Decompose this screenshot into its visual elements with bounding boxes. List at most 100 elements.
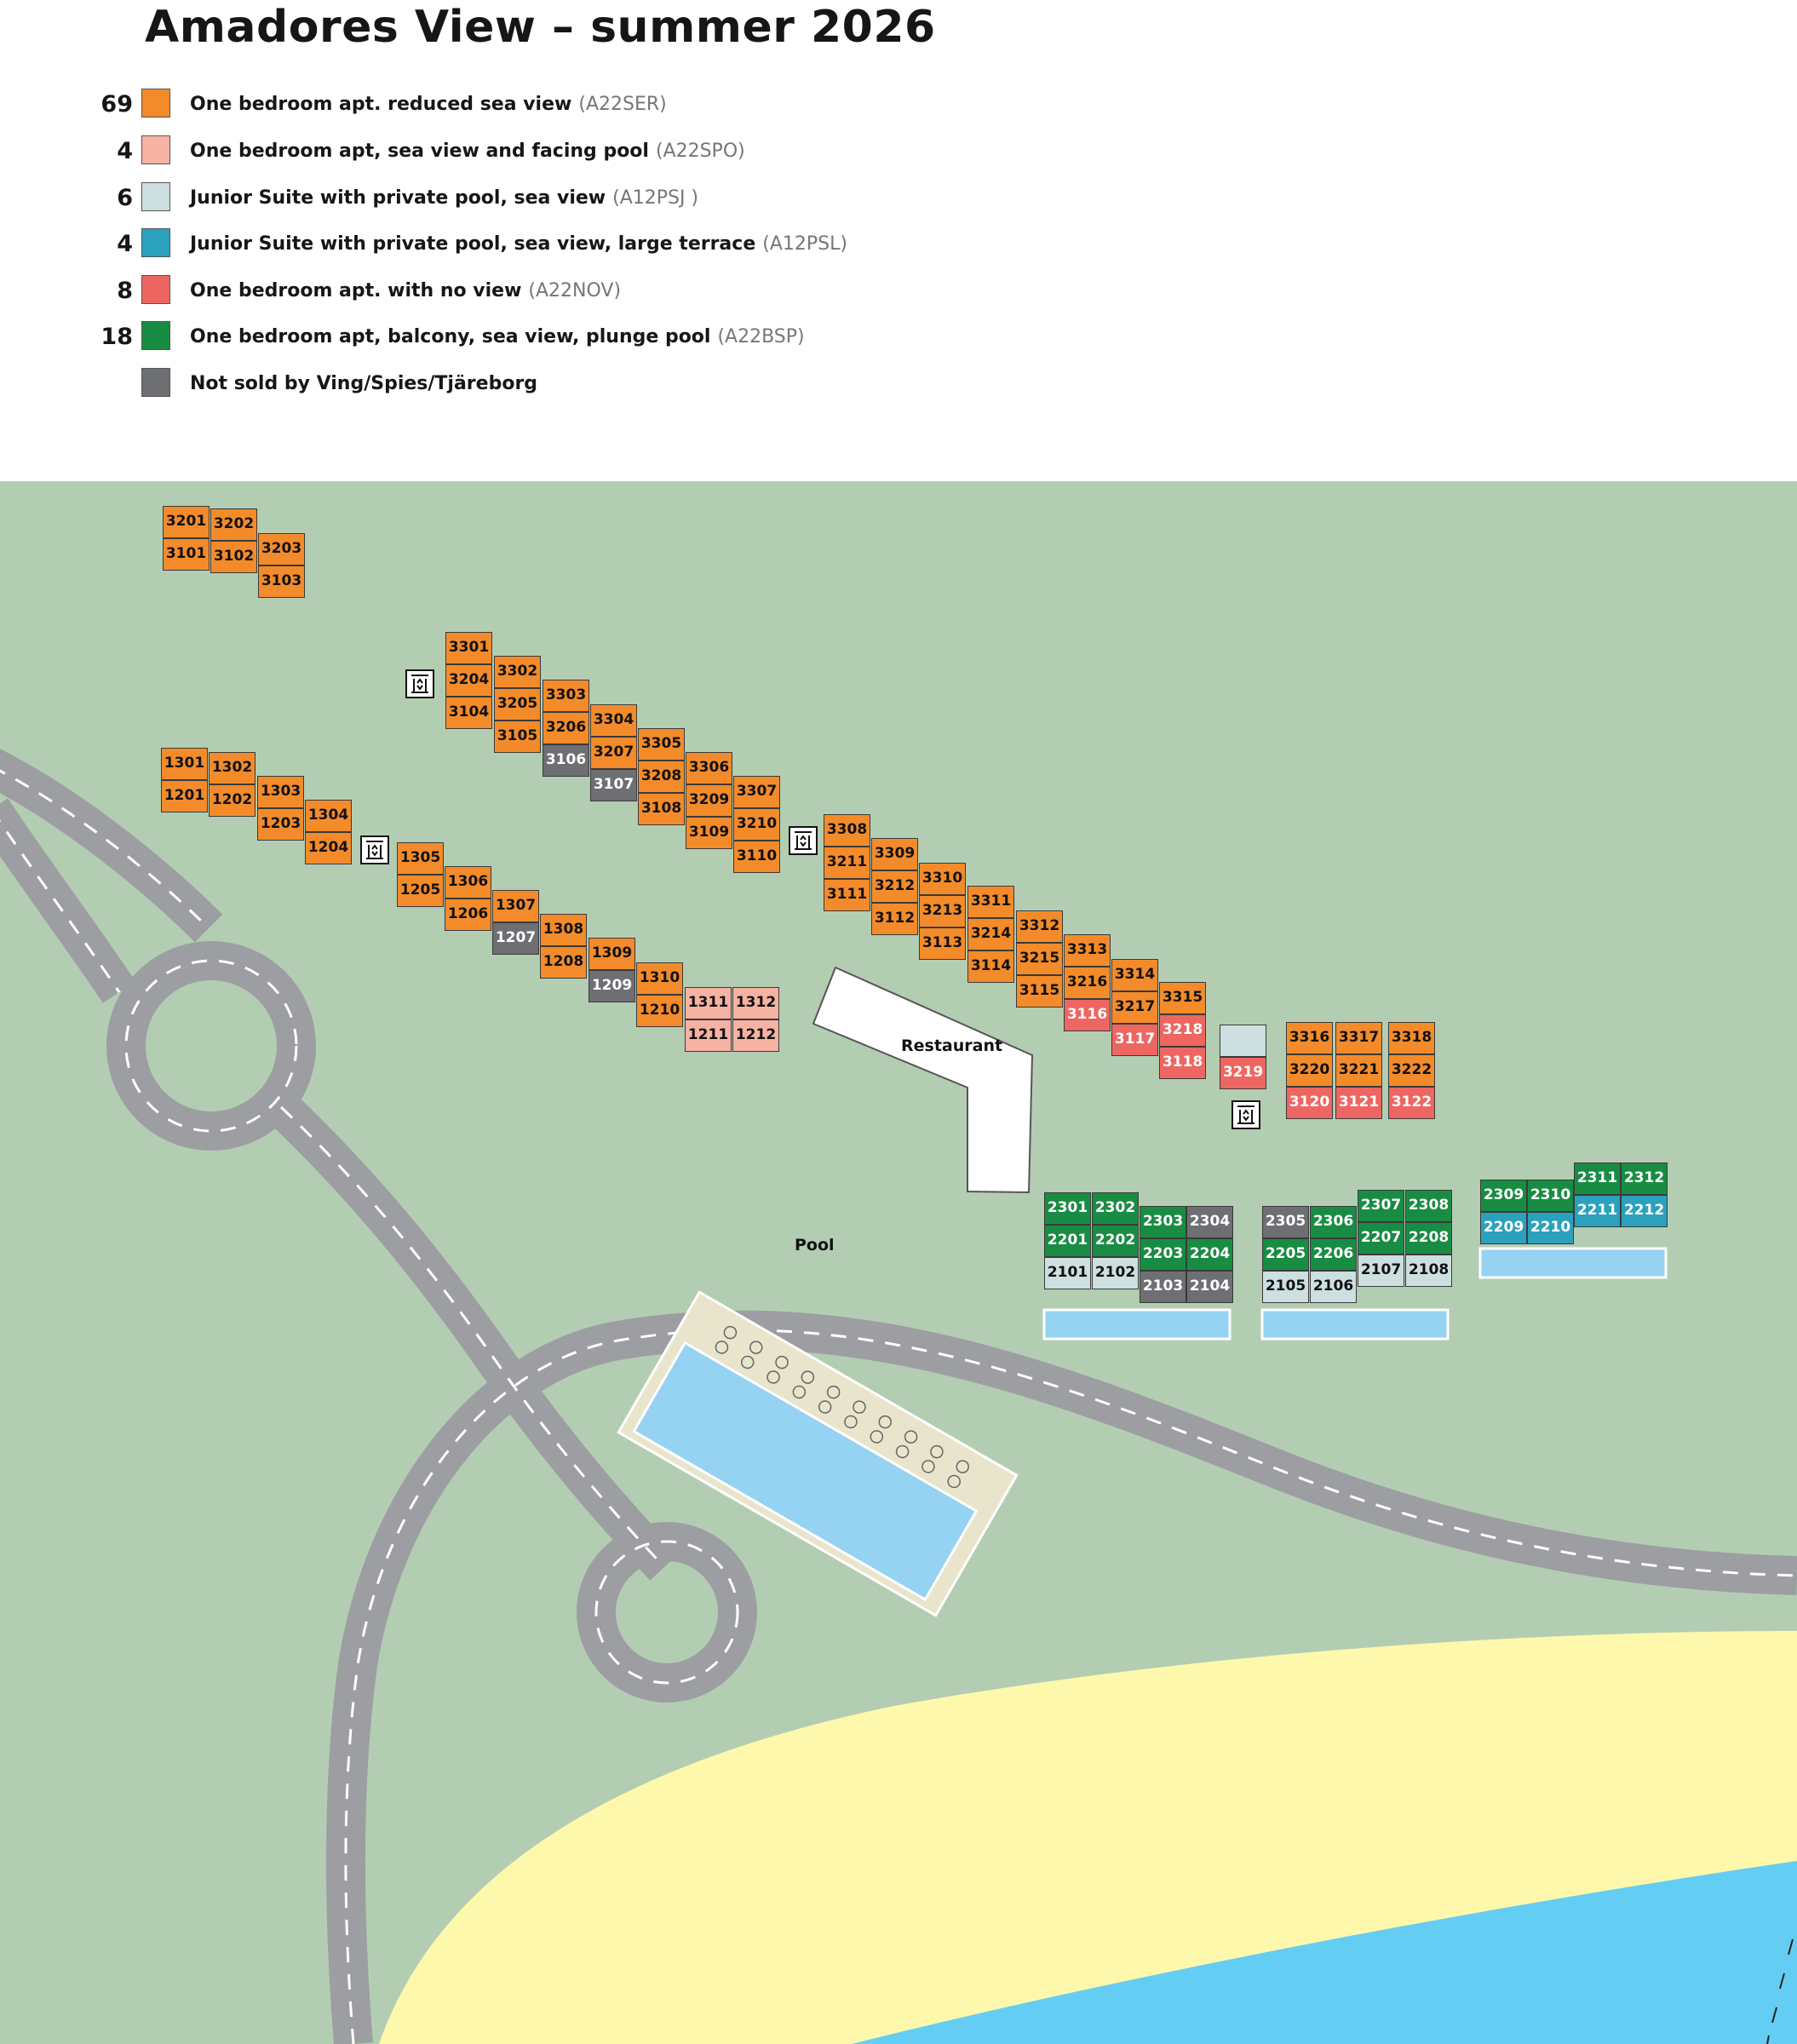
unit-1204[interactable]: 1204 bbox=[305, 832, 352, 864]
unit-2209[interactable]: 2209 bbox=[1480, 1212, 1527, 1244]
unit-1304[interactable]: 1304 bbox=[305, 800, 352, 832]
unit-2310[interactable]: 2310 bbox=[1527, 1180, 1574, 1212]
unit-3207[interactable]: 3207 bbox=[590, 737, 637, 769]
unit-2301[interactable]: 2301 bbox=[1044, 1192, 1091, 1225]
unit-3311[interactable]: 3311 bbox=[967, 886, 1014, 918]
unit-3302[interactable]: 3302 bbox=[494, 656, 541, 688]
unit-2203[interactable]: 2203 bbox=[1140, 1238, 1186, 1271]
unit-3312[interactable]: 3312 bbox=[1016, 910, 1063, 943]
unit-1312[interactable]: 1312 bbox=[732, 987, 779, 1019]
unit-3303[interactable]: 3303 bbox=[543, 680, 589, 712]
unit-3101[interactable]: 3101 bbox=[163, 538, 210, 571]
unit-3105[interactable]: 3105 bbox=[494, 721, 541, 753]
unit-3318[interactable]: 3318 bbox=[1388, 1022, 1435, 1054]
unit-1311[interactable]: 1311 bbox=[685, 987, 732, 1019]
unit-2211[interactable]: 2211 bbox=[1574, 1195, 1621, 1227]
unit-3221[interactable]: 3221 bbox=[1335, 1054, 1382, 1087]
unit-2212[interactable]: 2212 bbox=[1621, 1195, 1668, 1227]
unit-3106[interactable]: 3106 bbox=[543, 744, 589, 777]
unit-3117[interactable]: 3117 bbox=[1111, 1024, 1158, 1056]
unit-2307[interactable]: 2307 bbox=[1358, 1190, 1404, 1222]
unit-2302[interactable]: 2302 bbox=[1092, 1192, 1139, 1225]
unit-3107[interactable]: 3107 bbox=[590, 769, 637, 801]
unit-3205[interactable]: 3205 bbox=[494, 688, 541, 721]
unit-1301[interactable]: 1301 bbox=[161, 748, 208, 780]
unit-3203[interactable]: 3203 bbox=[258, 533, 305, 566]
unit-3120[interactable]: 3120 bbox=[1286, 1087, 1333, 1119]
unit-1209[interactable]: 1209 bbox=[588, 970, 635, 1002]
unit-1205[interactable]: 1205 bbox=[397, 875, 444, 907]
unit-1307[interactable]: 1307 bbox=[492, 890, 539, 922]
unit-1211[interactable]: 1211 bbox=[685, 1019, 732, 1052]
unit-1208[interactable]: 1208 bbox=[540, 946, 587, 979]
unit-2101[interactable]: 2101 bbox=[1044, 1257, 1091, 1289]
unit-3316[interactable]: 3316 bbox=[1286, 1022, 1333, 1054]
unit-3102[interactable]: 3102 bbox=[210, 541, 257, 573]
unit-1303[interactable]: 1303 bbox=[257, 776, 304, 808]
unit-3112[interactable]: 3112 bbox=[871, 903, 918, 935]
unit-3104[interactable]: 3104 bbox=[445, 697, 492, 729]
unit-3110[interactable]: 3110 bbox=[733, 841, 780, 873]
unit-3222[interactable]: 3222 bbox=[1388, 1054, 1435, 1087]
unit-3217[interactable]: 3217 bbox=[1111, 991, 1158, 1024]
unit-2304[interactable]: 2304 bbox=[1186, 1206, 1233, 1238]
unit-3210[interactable]: 3210 bbox=[733, 808, 780, 841]
unit-3118[interactable]: 3118 bbox=[1159, 1047, 1206, 1079]
unit-2311[interactable]: 2311 bbox=[1574, 1163, 1621, 1195]
unit-1310[interactable]: 1310 bbox=[636, 962, 683, 995]
unit-2105[interactable]: 2105 bbox=[1262, 1271, 1309, 1303]
unit-2308[interactable]: 2308 bbox=[1405, 1190, 1452, 1222]
unit-3111[interactable]: 3111 bbox=[824, 879, 870, 911]
unit-2107[interactable]: 2107 bbox=[1358, 1255, 1404, 1287]
unit-2202[interactable]: 2202 bbox=[1092, 1225, 1139, 1257]
unit-2204[interactable]: 2204 bbox=[1186, 1238, 1233, 1271]
unit-2201[interactable]: 2201 bbox=[1044, 1225, 1091, 1257]
unit-3220[interactable]: 3220 bbox=[1286, 1054, 1333, 1087]
unit-1206[interactable]: 1206 bbox=[445, 899, 491, 931]
unit-2210[interactable]: 2210 bbox=[1527, 1212, 1574, 1244]
unit-3304[interactable]: 3304 bbox=[590, 704, 637, 737]
unit-1306[interactable]: 1306 bbox=[445, 866, 491, 899]
unit-3213[interactable]: 3213 bbox=[919, 895, 966, 927]
unit-1203[interactable]: 1203 bbox=[257, 808, 304, 841]
unit-3202[interactable]: 3202 bbox=[210, 508, 257, 541]
unit-2102[interactable]: 2102 bbox=[1092, 1257, 1139, 1289]
unit-2305[interactable]: 2305 bbox=[1262, 1206, 1309, 1238]
unit-3211[interactable]: 3211 bbox=[824, 847, 870, 879]
unit-3309[interactable]: 3309 bbox=[871, 838, 918, 870]
unit-3208[interactable]: 3208 bbox=[638, 761, 685, 793]
unit-3317[interactable]: 3317 bbox=[1335, 1022, 1382, 1054]
unit-2205[interactable]: 2205 bbox=[1262, 1238, 1309, 1271]
unit-3218[interactable]: 3218 bbox=[1159, 1014, 1206, 1047]
unit-2309[interactable]: 2309 bbox=[1480, 1180, 1527, 1212]
unit-1305[interactable]: 1305 bbox=[397, 842, 444, 875]
unit-3305[interactable]: 3305 bbox=[638, 728, 685, 761]
unit-3315[interactable]: 3315 bbox=[1159, 982, 1206, 1014]
unit-1302[interactable]: 1302 bbox=[209, 752, 255, 784]
unit-3216[interactable]: 3216 bbox=[1064, 967, 1111, 999]
unit-1201[interactable]: 1201 bbox=[161, 780, 208, 812]
unit-3310[interactable]: 3310 bbox=[919, 863, 966, 895]
unit-2206[interactable]: 2206 bbox=[1310, 1238, 1357, 1271]
unit-3122[interactable]: 3122 bbox=[1388, 1087, 1435, 1119]
unit-3215[interactable]: 3215 bbox=[1016, 943, 1063, 975]
unit-3108[interactable]: 3108 bbox=[638, 793, 685, 825]
unit-2303[interactable]: 2303 bbox=[1140, 1206, 1186, 1238]
unit-blank[interactable] bbox=[1220, 1025, 1266, 1057]
unit-3116[interactable]: 3116 bbox=[1064, 999, 1111, 1031]
unit-2108[interactable]: 2108 bbox=[1405, 1255, 1452, 1287]
unit-3307[interactable]: 3307 bbox=[733, 776, 780, 808]
unit-2312[interactable]: 2312 bbox=[1621, 1163, 1668, 1195]
unit-3204[interactable]: 3204 bbox=[445, 664, 492, 697]
unit-3306[interactable]: 3306 bbox=[686, 752, 732, 784]
unit-3212[interactable]: 3212 bbox=[871, 870, 918, 903]
unit-2207[interactable]: 2207 bbox=[1358, 1222, 1404, 1255]
unit-3114[interactable]: 3114 bbox=[967, 950, 1014, 983]
unit-3314[interactable]: 3314 bbox=[1111, 959, 1158, 991]
unit-1207[interactable]: 1207 bbox=[492, 922, 539, 955]
unit-3301[interactable]: 3301 bbox=[445, 632, 492, 664]
unit-3201[interactable]: 3201 bbox=[163, 506, 210, 538]
unit-3209[interactable]: 3209 bbox=[686, 784, 732, 817]
unit-3115[interactable]: 3115 bbox=[1016, 975, 1063, 1008]
unit-1210[interactable]: 1210 bbox=[636, 995, 683, 1027]
